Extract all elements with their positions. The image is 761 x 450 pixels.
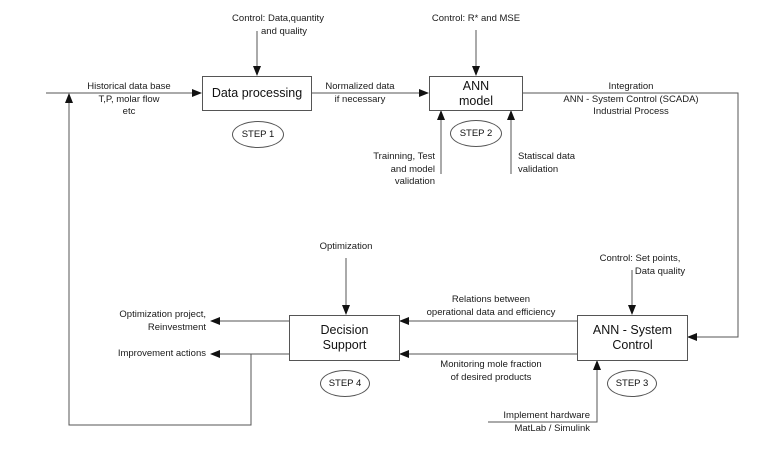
integration-label: Integration ANN - System Control (SCADA)… (563, 81, 698, 119)
training-test-line2: and model (390, 163, 435, 175)
ann-system-control-label-line1: ANN - System (592, 323, 673, 337)
arrow-feedback-loop (65, 93, 252, 426)
step-3-label: STEP 3 (615, 378, 649, 389)
control-r-mse-text: Control: R* and MSE (431, 13, 521, 24)
ann-model-label-line1: ANN (462, 78, 490, 93)
ann-system-control-label-line2: Control (612, 338, 653, 352)
step-4-label: STEP 4 (328, 378, 362, 389)
control-r-mse-label: Control: R* and MSE (432, 13, 520, 26)
step-2-badge: STEP 2 (450, 120, 502, 147)
arrow-ann-model-to-system-control (522, 92, 739, 341)
control-data-quality-line2: and quality (261, 25, 307, 37)
optimization-project-line1: Optimization project, (119, 309, 206, 320)
historical-data-line1: Historical data base (87, 81, 171, 92)
integration-line2: ANN - System Control (SCADA) (563, 93, 699, 105)
decision-support-label-line1: Decision (320, 323, 369, 337)
monitoring-label: Monitoring mole fraction of desired prod… (440, 359, 541, 384)
optimization-text: Optimization (319, 241, 373, 252)
improvement-actions-label: Improvement actions (118, 348, 206, 361)
implement-hardware-line1: Implement hardware (503, 410, 590, 421)
statistical-validation-line1: Statiscal data (518, 151, 576, 162)
training-test-line1: Trainning, Test (373, 151, 435, 162)
relations-line1: Relations between (451, 294, 531, 305)
control-set-points-line2: Data quality (634, 265, 686, 277)
optimization-project-line2: Reinvestment (147, 321, 206, 333)
step-1-label: STEP 1 (241, 129, 275, 140)
implement-hardware-label: Implement hardware MatLab / Simulink (503, 410, 590, 435)
training-test-label: Trainning, Test and model validation (373, 151, 435, 189)
improvement-actions-text: Improvement actions (117, 348, 206, 359)
normalized-data-line1: Normalized data (325, 81, 395, 92)
control-set-points-label: Control: Set points, Data quality (595, 253, 685, 278)
normalized-data-line2: if necessary (334, 93, 386, 105)
historical-data-label: Historical data base T,P, molar flow etc (87, 81, 170, 119)
decision-support-box: Decision Support (289, 315, 400, 361)
step-4-badge: STEP 4 (320, 370, 370, 397)
control-set-points-line1: Control: Set points, (599, 253, 681, 264)
data-processing-box: Data processing (202, 76, 312, 111)
relations-label: Relations between operational data and e… (427, 294, 556, 319)
ann-model-label-line2: model (458, 93, 494, 108)
decision-support-label-line2: Support (322, 338, 367, 352)
integration-line3: Industrial Process (593, 106, 669, 117)
ann-system-control-box: ANN - System Control (577, 315, 688, 361)
control-data-quality-line1: Control: Data,quantity (232, 13, 324, 24)
step-1-badge: STEP 1 (232, 121, 284, 148)
training-test-line3: validation (394, 176, 435, 187)
optimization-label: Optimization (320, 241, 373, 254)
optimization-project-label: Optimization project, Reinvestment (119, 309, 206, 334)
monitoring-line1: Monitoring mole fraction (440, 359, 542, 370)
statistical-validation-line2: validation (518, 163, 559, 175)
data-processing-label: Data processing (211, 86, 303, 100)
ann-model-box: ANN model (429, 76, 523, 111)
control-data-quality-label: Control: Data,quantity and quality (232, 13, 324, 38)
integration-line1: Integration (608, 81, 654, 92)
implement-hardware-line2: MatLab / Simulink (514, 422, 590, 434)
arrow-hardware-to-system-control (488, 360, 601, 423)
monitoring-line2: of desired products (450, 371, 532, 383)
historical-data-line3: etc (122, 106, 136, 117)
step-3-badge: STEP 3 (607, 370, 657, 397)
relations-line2: operational data and efficiency (426, 306, 556, 318)
step-2-label: STEP 2 (459, 128, 493, 139)
normalized-data-label: Normalized data if necessary (325, 81, 394, 106)
historical-data-line2: T,P, molar flow (98, 93, 160, 105)
statistical-validation-label: Statiscal data validation (518, 151, 575, 176)
